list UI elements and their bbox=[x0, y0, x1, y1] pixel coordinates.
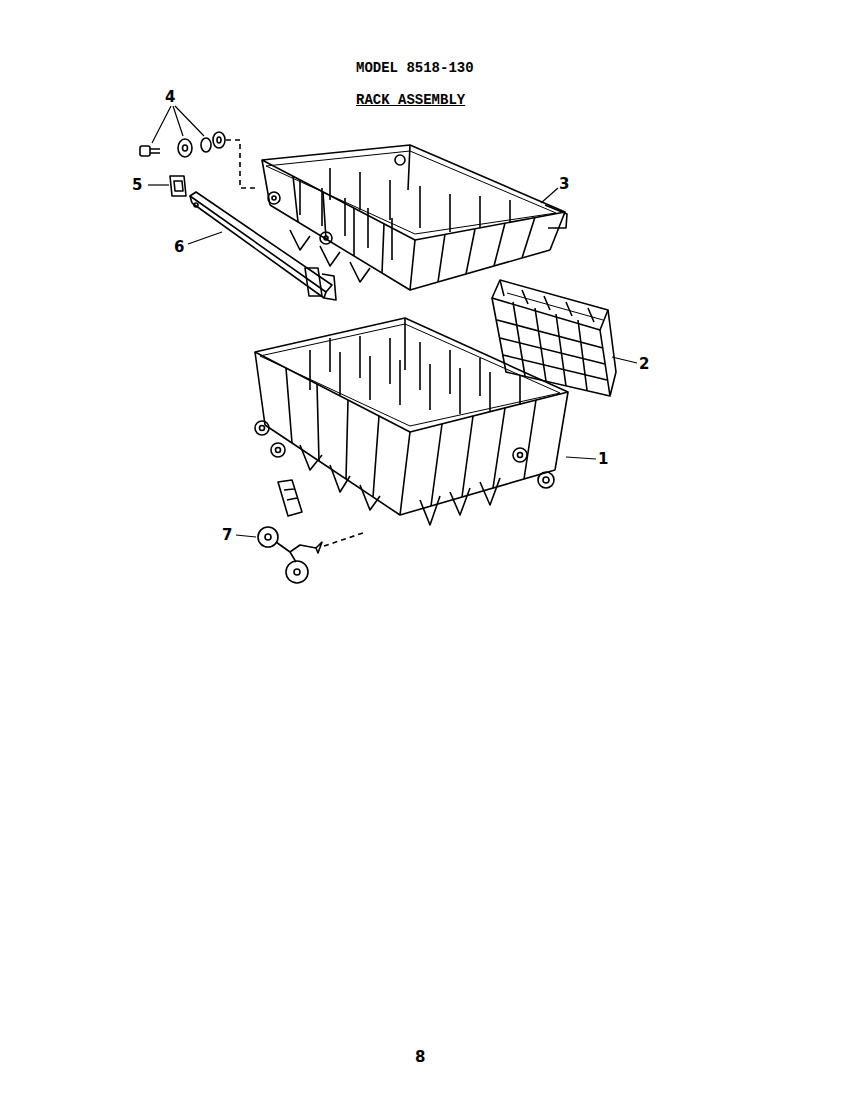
callout-number: 1 bbox=[598, 452, 608, 467]
callout-number: 6 bbox=[174, 240, 184, 255]
assembly-dash bbox=[324, 532, 366, 546]
assembly-dash bbox=[226, 140, 258, 188]
section-heading: RACK ASSEMBLY bbox=[356, 93, 465, 107]
rack-clip bbox=[170, 176, 186, 196]
lower-rack bbox=[255, 318, 568, 525]
silverware-basket bbox=[492, 280, 616, 396]
callout-number: 7 bbox=[222, 528, 232, 543]
upper-rack bbox=[262, 145, 567, 290]
rack-rail bbox=[190, 192, 336, 300]
callout-number: 2 bbox=[639, 357, 649, 372]
callout-number: 5 bbox=[132, 178, 142, 193]
wheel-assembly bbox=[258, 480, 322, 583]
callout-number: 4 bbox=[165, 90, 175, 105]
leader-line bbox=[148, 106, 637, 537]
model-title: MODEL 8518-130 bbox=[356, 61, 474, 75]
page-number: 8 bbox=[415, 1050, 425, 1065]
callout-number: 3 bbox=[559, 177, 569, 192]
